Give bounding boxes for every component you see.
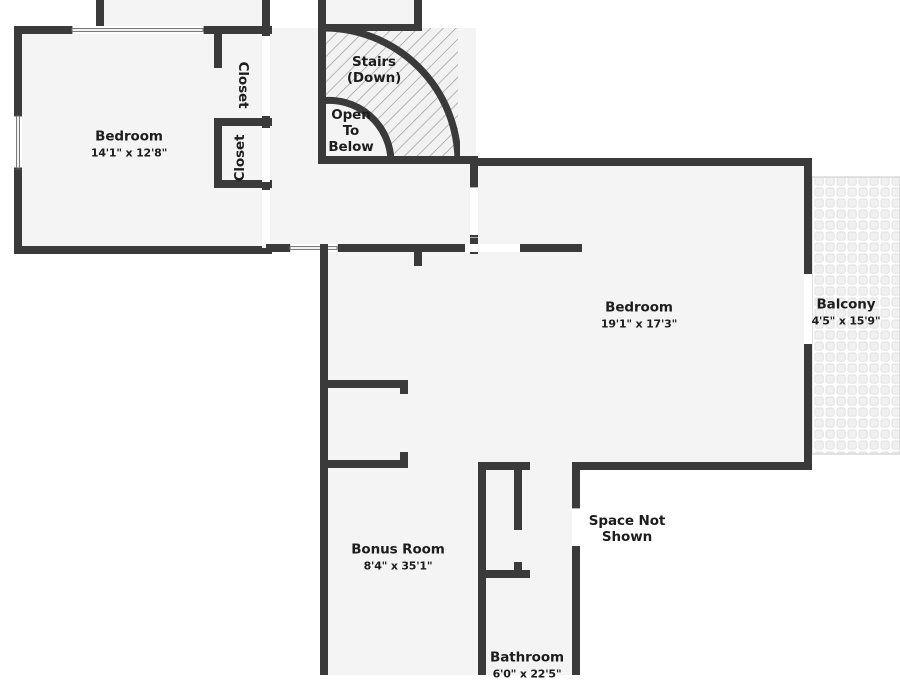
wall-bath-partition-bottom-post — [514, 562, 522, 578]
wall-bath-east — [572, 462, 580, 675]
door-hall-right-cap-top — [470, 185, 478, 188]
door-space-not-shown[interactable] — [572, 508, 580, 548]
wall-hall-bottom-c — [520, 244, 582, 252]
wall-bath-partition-bottom — [478, 570, 530, 578]
wall-bedroom-right-east-b — [804, 344, 812, 470]
wall-bath-partition-top-post — [514, 462, 522, 530]
door-space-cap-bottom — [572, 546, 580, 549]
wall-landing-south-a — [318, 156, 478, 164]
window-left-wall-cap-top — [14, 114, 22, 117]
door-hall-right[interactable] — [470, 186, 478, 238]
wall-bonus-alcove-bottom — [320, 460, 408, 468]
door-bedroom-right-entry[interactable] — [465, 244, 520, 252]
wall-mid-frag-right-vert — [414, 0, 422, 30]
wall-closet-lower-bottom — [214, 180, 272, 188]
window-top-cap-left — [70, 26, 73, 34]
wall-bedroom-left-west-b — [14, 168, 22, 254]
walls — [14, 0, 812, 675]
window-top-pane — [71, 28, 204, 32]
wall-hall-stub-post — [414, 244, 422, 266]
wall-closet-upper-west-top — [214, 30, 222, 68]
fill-bonus-column — [320, 244, 580, 675]
wall-bonus-alcove-top — [320, 380, 408, 388]
wall-bedroom-right-top — [470, 158, 812, 166]
stairs-area — [320, 28, 460, 163]
wall-bedroom-right-east-a — [804, 158, 812, 274]
door-closet-upper[interactable] — [262, 36, 270, 116]
wall-bedroom-left-west-a — [14, 26, 22, 116]
wall-hall-east-top — [470, 160, 478, 188]
balcony-area — [811, 176, 900, 455]
wall-bonus-west — [320, 244, 328, 675]
door-space-cap-top — [572, 506, 580, 509]
wall-mid-frag-left-vert — [318, 0, 326, 30]
wall-bath-partition-top — [478, 462, 530, 470]
fill-top-fragment-mid — [322, 0, 418, 28]
wall-bedroom-left-top-a — [14, 26, 72, 34]
wall-top-frag-left-vert — [96, 0, 104, 33]
wall-stairs-west — [318, 24, 326, 164]
wall-hall-bottom-a — [266, 244, 288, 252]
window-hall-pane — [289, 246, 338, 250]
wall-closet-lower-west — [214, 126, 222, 186]
wall-space-west-top — [572, 462, 580, 508]
fill-top-fragment-left — [96, 0, 268, 30]
window-hall-cap-right — [337, 244, 340, 252]
door-closet-lower[interactable] — [262, 128, 270, 182]
window-top-wall-gap — [70, 26, 206, 34]
door-balcony[interactable] — [804, 274, 812, 344]
wall-closet-divider — [214, 118, 272, 126]
open-to-below-fill — [320, 99, 393, 163]
door-hall-left[interactable] — [262, 190, 270, 248]
door-hall-right-cap-bottom — [470, 235, 478, 238]
open-to-below-arc — [320, 96, 395, 163]
window-hall-bottom-gap — [288, 244, 340, 252]
wall-hall-bottom-b — [340, 244, 465, 252]
room-fills — [14, 0, 812, 675]
wall-stairs-corner — [452, 156, 460, 164]
wall-mid-frag-bottom — [318, 24, 422, 31]
wall-bedroom-left-top-b — [204, 26, 272, 34]
wall-top-frag-right-vert — [262, 0, 270, 33]
window-left-wall-gap — [14, 114, 22, 170]
wall-bonus-alcove-top-post — [400, 380, 408, 394]
window-left-wall-pane — [16, 115, 20, 169]
window-top-cap-right — [203, 26, 206, 34]
balcony-tile-surface — [812, 177, 900, 454]
wall-bonus-alcove-bottom-post — [400, 452, 408, 468]
window-hall-cap-left — [288, 244, 291, 252]
window-left-wall-cap-bottom — [14, 167, 22, 170]
wall-bath-west — [478, 462, 486, 675]
wall-bedroom-right-bottom — [580, 462, 812, 470]
wall-bedroom-left-bottom — [14, 246, 272, 254]
